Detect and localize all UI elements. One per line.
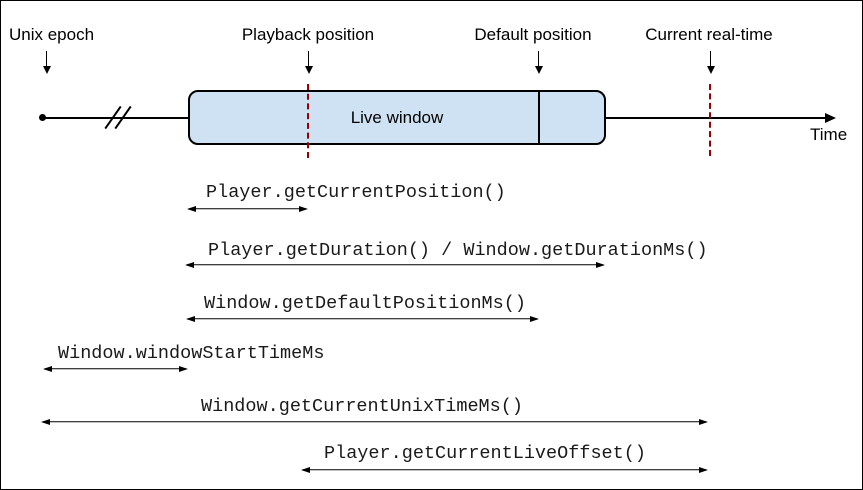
time-axis-label: Time [810,125,848,144]
playback-position-marker [307,84,309,158]
current-real-time-label: Current real-time [645,25,773,44]
unix-epoch-dot [39,114,46,121]
annotation-get-default-position-label: Window.getDefaultPositionMs() [204,293,526,314]
timeline-segment-right [604,117,827,119]
arrow-right-head-icon [699,466,708,473]
arrow-shaft [537,51,540,69]
arrow-right-head-icon [179,365,188,372]
annotation-get-current-live-offset-label: Player.getCurrentLiveOffset() [324,443,646,464]
range-arrow-get-current-live-offset [301,465,708,474]
default-position-divider [538,92,540,143]
arrow-right-head-icon [299,205,308,212]
arrow-left-head-icon [43,365,52,372]
arrow-down-head-icon [304,66,313,74]
range-arrow-get-current-position [187,204,308,213]
arrow-left-head-icon [187,205,196,212]
arrow-left-head-icon [186,315,195,322]
unix-epoch-label: Unix epoch [9,25,95,44]
arrow-right-head-icon [699,418,708,425]
arrow-down-head-icon [42,66,51,74]
arrow-shaft [45,367,186,370]
annotation-get-current-position-label: Player.getCurrentPosition() [206,182,506,203]
current-real-time-marker [709,84,711,156]
arrow-shaft [45,51,48,69]
arrow-right-head-icon [530,315,539,322]
arrow-down-head-icon [706,66,715,74]
arrow-shaft [43,420,706,423]
arrow-left-head-icon [185,261,194,268]
range-arrow-get-duration [185,260,605,269]
arrow-left-head-icon [301,466,310,473]
arrow-shaft [189,207,306,210]
range-arrow-get-current-unix-time [41,417,708,426]
arrow-shaft [187,263,603,266]
playback-position-pointer-arrow-icon [304,51,313,74]
arrow-shaft [307,51,310,69]
arrow-right-head-icon [596,261,605,268]
arrow-shaft [188,317,537,320]
timeline-segment-left [43,117,189,119]
default-position-label: Default position [474,25,592,44]
arrow-shaft [303,468,706,471]
range-arrow-window-start-time [43,364,188,373]
annotation-get-duration-label: Player.getDuration() / Window.getDuratio… [208,240,708,261]
annotation-get-current-unix-time-label: Window.getCurrentUnixTimeMs() [201,396,523,417]
arrow-shaft [709,51,712,69]
range-arrow-get-default-position [186,314,539,323]
arrow-left-head-icon [41,418,50,425]
default-position-pointer-arrow-icon [534,51,543,74]
arrow-down-head-icon [534,66,543,74]
annotation-window-start-time-label: Window.windowStartTimeMs [58,343,325,364]
live-window-label: Live window [350,107,444,127]
unix-epoch-pointer-arrow-icon [42,51,51,74]
timeline-arrowhead-icon [825,112,836,123]
live-window-box: Live window [188,90,606,145]
playback-position-label: Playback position [241,25,375,44]
current-real-time-pointer-arrow-icon [706,51,715,74]
